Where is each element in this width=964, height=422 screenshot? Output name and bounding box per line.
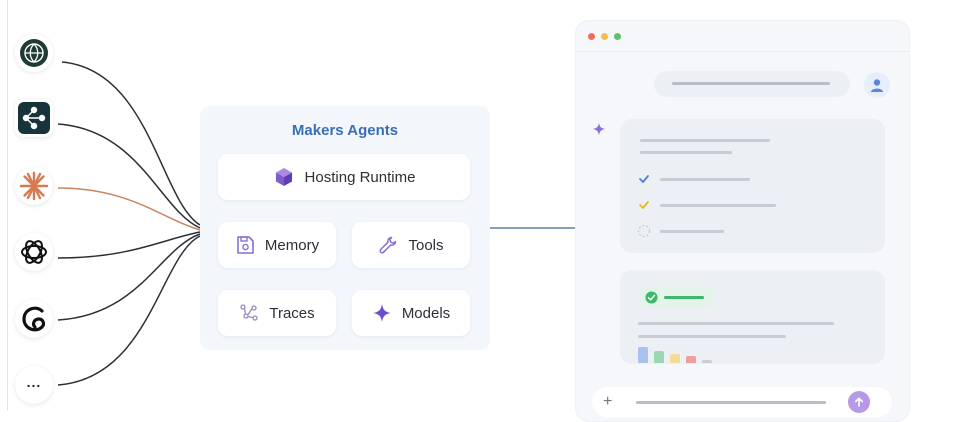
hosting-runtime-label: Hosting Runtime [304, 168, 416, 186]
window-close-dot[interactable] [588, 33, 595, 40]
asterisk-burst-icon [19, 171, 49, 201]
tools-label: Tools [408, 236, 444, 254]
check-icon [639, 201, 649, 209]
provider-swirl[interactable] [15, 300, 53, 338]
user-avatar [864, 72, 890, 98]
connector-network [57, 123, 201, 229]
connector-globe [61, 61, 201, 226]
chat-window: + [575, 20, 910, 422]
provider-network[interactable] [15, 99, 53, 137]
swirl-c-icon [22, 306, 46, 332]
mini-bar [702, 360, 712, 363]
assistant-sparkle-icon [592, 122, 606, 136]
sparkle-icon [372, 304, 391, 322]
arrow-up-icon [855, 397, 863, 407]
mini-bar [654, 351, 664, 363]
user-icon [871, 79, 883, 92]
check-icon [639, 175, 649, 183]
hosting-runtime-chip[interactable]: Hosting Runtime [218, 154, 470, 200]
send-button[interactable] [848, 391, 870, 413]
status-check-icon [645, 291, 658, 303]
assistant-reply-card [620, 119, 885, 253]
tools-chip[interactable]: Tools [352, 222, 470, 268]
more-icon: ... [26, 374, 42, 390]
message-composer[interactable]: + [592, 387, 892, 417]
floppy-disk-icon [237, 236, 254, 254]
traces-chip[interactable]: Traces [218, 290, 336, 336]
window-maximize-dot[interactable] [614, 33, 621, 40]
connector-lines [57, 61, 575, 386]
results-card [620, 270, 885, 364]
provider-more[interactable]: ... [15, 366, 53, 404]
provider-openai[interactable] [15, 233, 53, 271]
makers-agents-panel: Makers Agents Hosting Runtime Memory [200, 106, 490, 350]
models-chip[interactable]: Models [352, 290, 470, 336]
window-divider [576, 51, 909, 52]
user-message-bubble [654, 71, 850, 97]
plus-icon[interactable]: + [603, 393, 613, 410]
mini-bar-chart [638, 347, 718, 364]
globe-icon [20, 39, 48, 67]
left-edge-rule [7, 0, 8, 410]
status-pill [638, 286, 716, 308]
provider-globe[interactable] [15, 34, 53, 72]
mini-bar [638, 347, 648, 363]
pending-circle-icon [637, 224, 651, 238]
connector-more [57, 235, 201, 386]
mini-bar [670, 354, 680, 363]
connector-openai [57, 231, 201, 259]
models-label: Models [401, 304, 451, 322]
composer-placeholder-bar [636, 401, 826, 404]
mini-bar [686, 356, 696, 363]
network-nodes-icon [18, 102, 50, 134]
diagram-stage: ... Makers Agents Hosting Runtime [7, 0, 910, 422]
traces-label: Traces [269, 304, 315, 322]
memory-label: Memory [264, 236, 320, 254]
window-minimize-dot[interactable] [601, 33, 608, 40]
traces-nodes-icon [240, 304, 258, 321]
connector-swirl [57, 233, 201, 321]
connector-asterisk [57, 187, 201, 231]
provider-asterisk[interactable] [15, 167, 53, 205]
cube-icon [275, 168, 292, 186]
openai-knot-icon [21, 240, 47, 264]
agents-title: Makers Agents [291, 122, 399, 139]
wrench-icon [379, 236, 397, 254]
memory-chip[interactable]: Memory [218, 222, 336, 268]
